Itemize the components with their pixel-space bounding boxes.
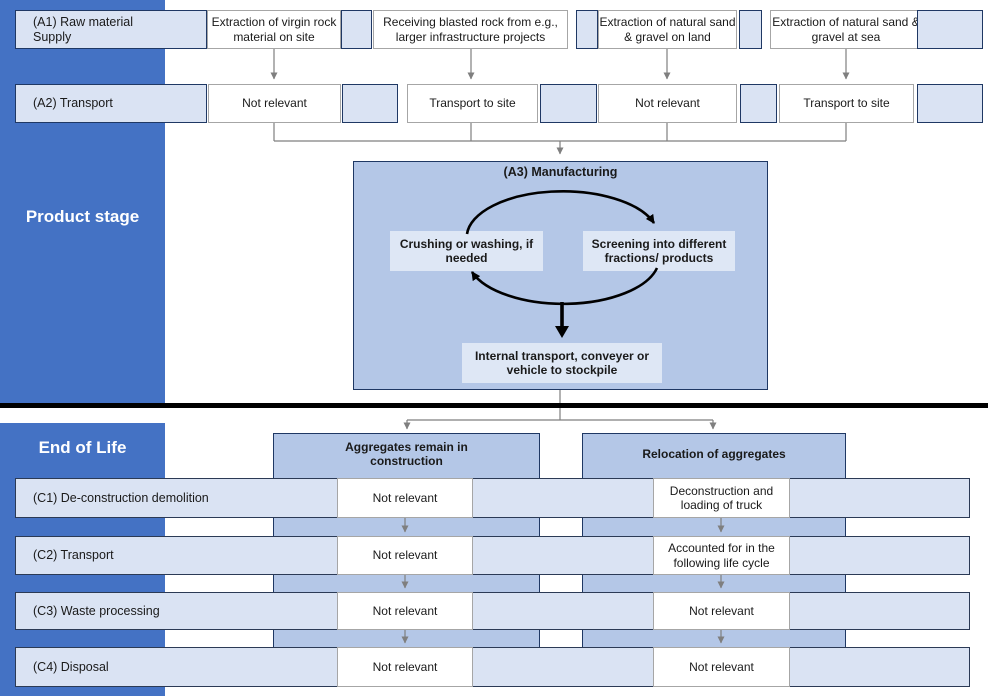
eol-column-relocation-header: Relocation of aggregates xyxy=(582,433,846,475)
spacer-box xyxy=(739,10,762,49)
manufacturing-title: (A3) Manufacturing xyxy=(503,165,618,179)
spacer-box xyxy=(342,84,398,123)
process-screening: Screening into different fractions/ prod… xyxy=(583,231,735,271)
a1-cell-sand-sea: Extraction of natural sand & gravel at s… xyxy=(770,10,922,49)
eol-row-c1-label: (C1) De-construction demolition xyxy=(33,490,209,505)
spacer-box xyxy=(540,84,597,123)
product-stage-sidebar xyxy=(0,0,165,405)
a2-cell-not-relevant-2: Not relevant xyxy=(598,84,737,123)
eol-column-remain-header-text: Aggregates remain in construction xyxy=(345,439,468,468)
eol-row-c4: (C4) Disposal xyxy=(15,647,970,687)
eol-cell-c2-relocation: Accounted for in the following life cycl… xyxy=(653,536,790,575)
eol-cell-c1-remain: Not relevant xyxy=(337,478,473,518)
eol-column-remain-header: Aggregates remain in construction xyxy=(273,433,540,475)
a3-to-eol-connector xyxy=(403,390,717,430)
process-crushing-washing: Crushing or washing, if needed xyxy=(390,231,543,271)
a1-to-a2-arrows xyxy=(270,49,850,80)
eol-cell-c4-remain: Not relevant xyxy=(337,647,473,687)
a2-cell-transport-2: Transport to site xyxy=(779,84,914,123)
spacer-box xyxy=(740,84,777,123)
eol-row-c3-label: (C3) Waste processing xyxy=(33,603,160,618)
stage-divider-line xyxy=(0,403,988,408)
eol-cell-c4-relocation: Not relevant xyxy=(653,647,790,687)
eol-cell-c2-remain: Not relevant xyxy=(337,536,473,575)
eol-cell-c3-remain: Not relevant xyxy=(337,592,473,630)
end-of-life-title: End of Life xyxy=(38,438,127,457)
a1-cell-sand-land: Extraction of natural sand & gravel on l… xyxy=(598,10,737,49)
spacer-box xyxy=(341,10,372,49)
eol-row-c2: (C2) Transport xyxy=(15,536,970,575)
eol-cell-c3-relocation: Not relevant xyxy=(653,592,790,630)
eol-column-relocation-header-text: Relocation of aggregates xyxy=(642,446,786,461)
eol-row-c4-label: (C4) Disposal xyxy=(33,659,109,674)
a2-to-a3-connector xyxy=(273,123,847,155)
spacer-box xyxy=(917,10,983,49)
row-a1-label: (A1) Raw material Supply xyxy=(15,10,207,49)
a1-cell-virgin-rock: Extraction of virgin rock material on si… xyxy=(207,10,341,49)
row-a2-label: (A2) Transport xyxy=(15,84,207,123)
a2-cell-not-relevant-1: Not relevant xyxy=(208,84,341,123)
a1-cell-blasted-rock: Receiving blasted rock from e.g., larger… xyxy=(373,10,568,49)
row-a2-label-text: (A2) Transport xyxy=(33,96,113,111)
eol-row-c1: (C1) De-construction demolition xyxy=(15,478,970,518)
eol-row-c2-label: (C2) Transport xyxy=(33,548,114,563)
spacer-box xyxy=(917,84,983,123)
a2-cell-transport-1: Transport to site xyxy=(407,84,538,123)
row-a1-label-text: (A1) Raw material Supply xyxy=(33,14,134,44)
eol-row-c3: (C3) Waste processing xyxy=(15,592,970,630)
spacer-box xyxy=(576,10,598,49)
process-internal-transport: Internal transport, conveyer or vehicle … xyxy=(462,343,662,383)
product-stage-title: Product stage xyxy=(25,207,140,226)
eol-cell-c1-relocation: Deconstruction and loading of truck xyxy=(653,478,790,518)
